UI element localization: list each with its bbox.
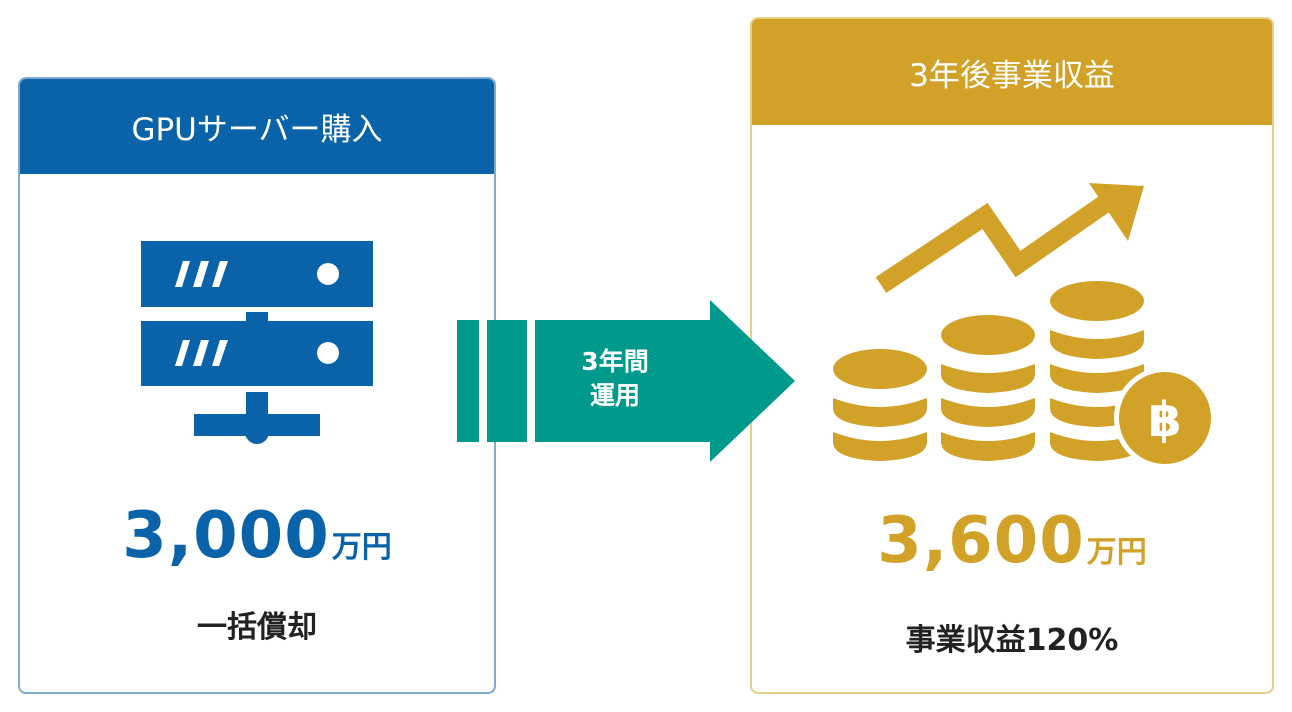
coin-stack [941, 315, 1035, 461]
svg-text:฿: ฿ [1148, 392, 1181, 448]
revenue-amount: 3,600万円 [877, 504, 1147, 578]
business-revenue-card: 3年後事業収益 3,600万円 事業収益120% [750, 17, 1274, 694]
coin-stack [1050, 281, 1144, 461]
server-icon [141, 241, 373, 444]
arrow-right-icon [457, 300, 795, 462]
gpu-purchase-title: GPUサーバー購入 [20, 79, 494, 174]
coin-stack [833, 349, 927, 461]
purchase-amount: 3,000万円 [122, 499, 392, 573]
revenue-note: 事業収益120% [905, 623, 1119, 658]
gpu-purchase-card: GPUサーバー購入 3,000万円 一括償却 [18, 77, 496, 694]
operation-period-label: 3年間 運用 [560, 345, 670, 413]
coins-growth-icon: ฿ [833, 183, 1216, 469]
purchase-note: 一括償却 [197, 610, 317, 645]
arrow-line1: 3年間 [581, 347, 649, 376]
arrow-line2: 運用 [589, 381, 640, 410]
business-revenue-title: 3年後事業収益 [752, 19, 1272, 125]
bitcoin-icon [1119, 372, 1211, 464]
